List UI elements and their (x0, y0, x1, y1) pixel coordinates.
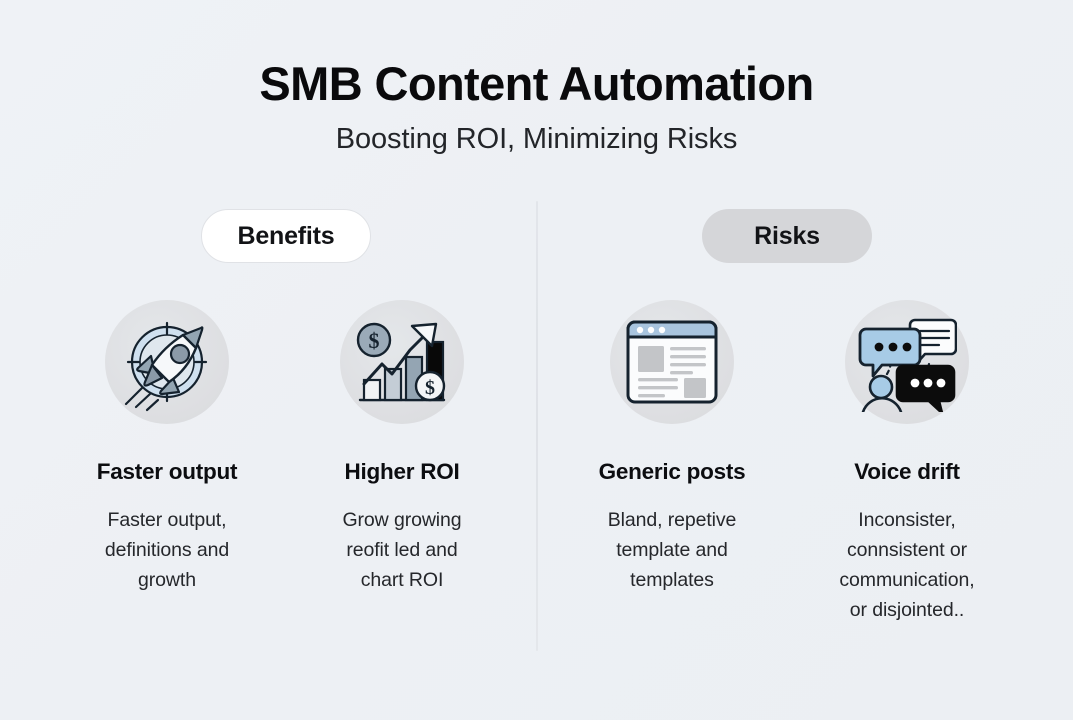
card-faster-output: Faster output Faster output, definitions… (49, 296, 285, 595)
card-body: Grow growing reofit led and chart ROI (342, 509, 462, 591)
card-body: Inconsister, connsistent or communicatio… (839, 509, 975, 621)
icon-wrap-chart: $ $ (284, 296, 520, 428)
section-divider (536, 201, 538, 651)
page-title: SMB Content Automation (259, 57, 814, 110)
section-label-risks-text: Risks (754, 221, 820, 250)
rocket-target-icon (124, 321, 208, 412)
icon-wrap-browser (554, 296, 790, 428)
browser-webpage-icon (626, 320, 718, 404)
icon-circle-backdrop (105, 300, 229, 424)
section-label-benefits: Benefits (201, 209, 371, 263)
speech-bubbles-person-icon (858, 318, 957, 412)
card-title: Faster output (96, 459, 238, 484)
growth-chart-money-icon: $ $ (356, 322, 446, 402)
page-subtitle: Boosting ROI, Minimizing Risks (335, 122, 738, 155)
card-body: Bland, repetive template and templates (607, 509, 737, 591)
card-higher-roi: $ $ Higher ROI Grow growing reofit led a… (284, 296, 520, 595)
card-voice-drift: Voice drift Inconsister, connsistent or … (789, 296, 1025, 625)
section-label-benefits-text: Benefits (237, 221, 335, 250)
card-title: Voice drift (854, 459, 960, 484)
card-generic-posts: Generic posts Bland, repetive template a… (554, 296, 790, 595)
card-title: Higher ROI (344, 459, 460, 484)
card-body: Faster output, definitions and growth (104, 509, 230, 591)
card-title: Generic posts (598, 459, 746, 484)
icon-circle-backdrop (610, 300, 734, 424)
icon-wrap-rocket (49, 296, 285, 428)
section-label-risks: Risks (702, 209, 872, 263)
icon-wrap-bubbles (789, 296, 1025, 428)
svg-text:$: $ (369, 328, 380, 353)
svg-text:$: $ (425, 377, 435, 399)
icon-circle-backdrop (845, 300, 969, 424)
header: SMB Content Automation Boosting ROI, Min… (0, 57, 1073, 156)
icon-circle-backdrop: $ $ (340, 300, 464, 424)
